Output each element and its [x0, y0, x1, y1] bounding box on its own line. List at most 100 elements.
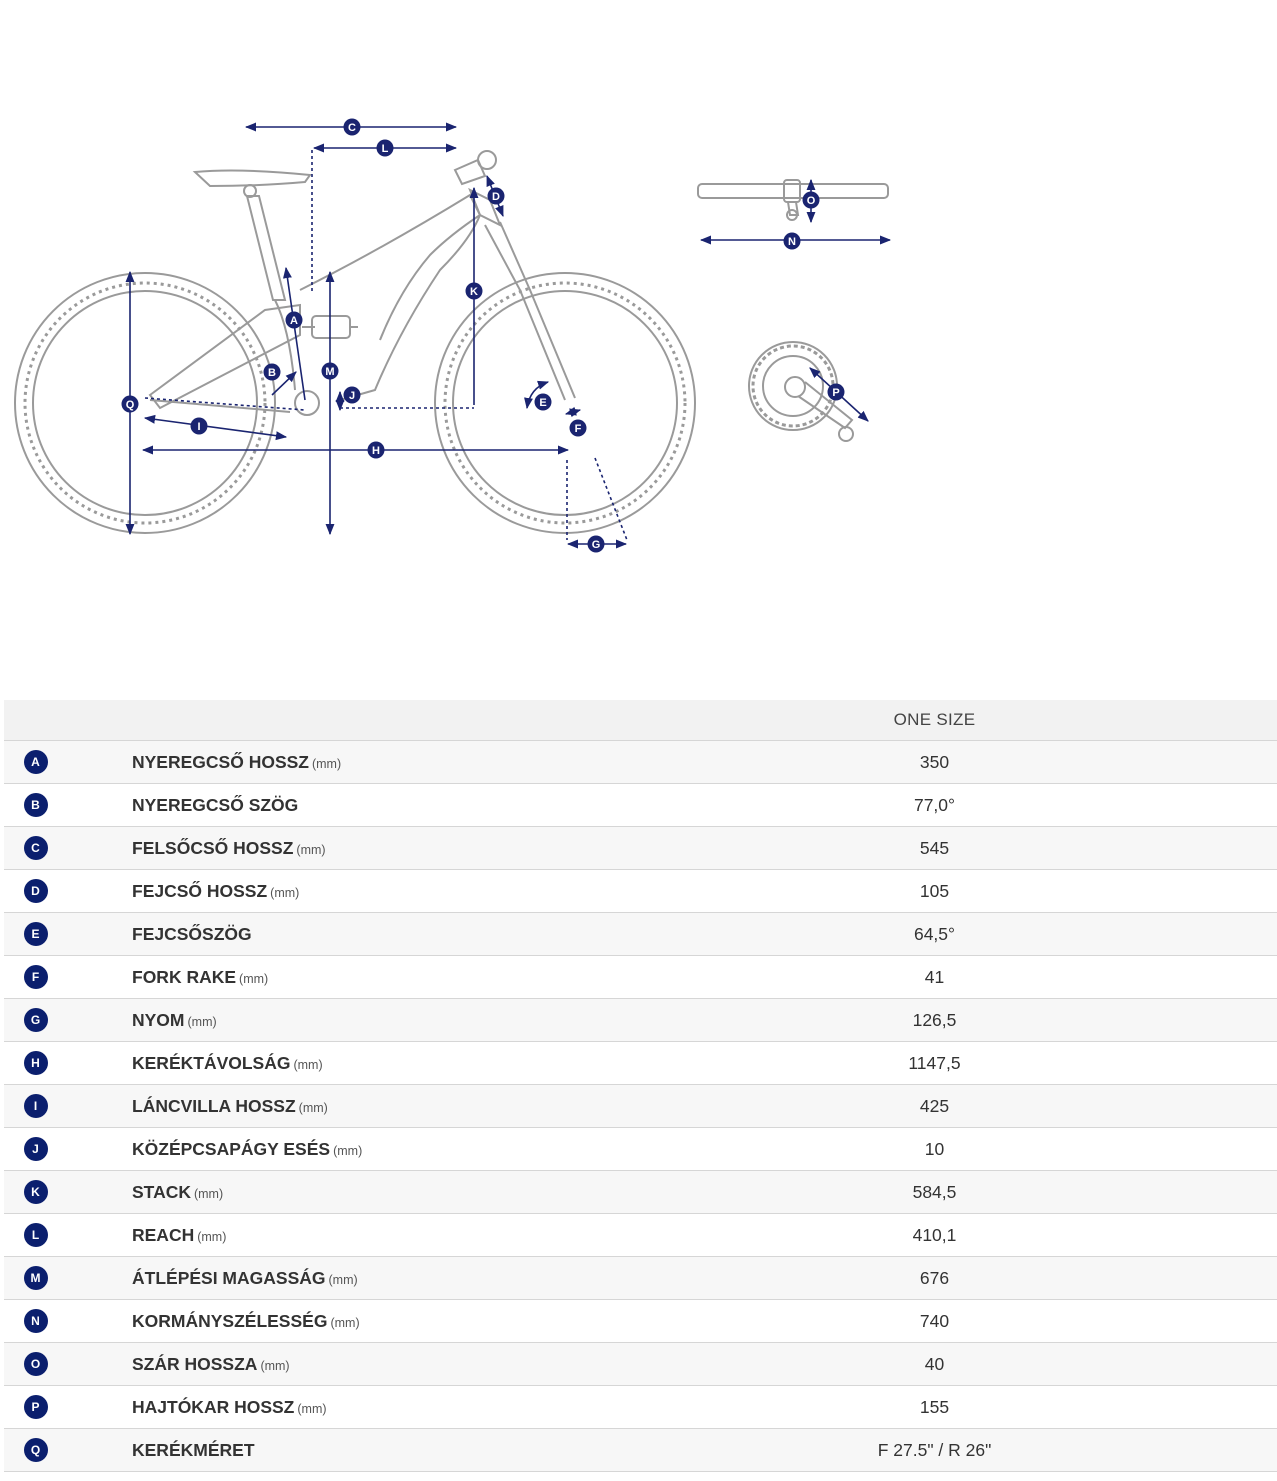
row-label: REACH(mm): [67, 1213, 592, 1257]
row-letter-cell: C: [4, 826, 67, 870]
row-letter-cell: H: [4, 1041, 67, 1085]
row-letter-cell: F: [4, 955, 67, 999]
row-value: 155: [592, 1385, 1277, 1429]
diagram-badge-label: H: [372, 445, 380, 457]
row-label: FORK RAKE(mm): [67, 955, 592, 999]
row-label: HAJTÓKAR HOSSZ(mm): [67, 1385, 592, 1429]
diagram-badge-label: Q: [126, 399, 135, 411]
row-label: FEJCSŐSZÖG: [67, 912, 592, 956]
row-label: FEJCSŐ HOSSZ(mm): [67, 869, 592, 913]
letter-badge: J: [23, 1137, 48, 1161]
row-label: FELSŐCSŐ HOSSZ(mm): [67, 826, 592, 870]
row-label-text: NYEREGCSŐ HOSSZ: [132, 751, 309, 772]
row-label-text: KERÉKMÉRET: [132, 1439, 255, 1460]
row-value: 40: [592, 1342, 1277, 1386]
row-label-text: KORMÁNYSZÉLESSÉG: [132, 1310, 328, 1331]
row-unit: (mm): [260, 1358, 290, 1373]
letter-badge: E: [23, 922, 48, 946]
diagram-badge-p: [827, 383, 845, 401]
diagram-badge-label: A: [290, 315, 298, 327]
row-value: 41: [592, 955, 1277, 999]
diagram-badge-m: [321, 362, 339, 380]
front-wheel-rim: [452, 290, 678, 516]
row-label-text: ÁTLÉPÉSI MAGASSÁG: [132, 1267, 326, 1288]
row-unit: (mm): [330, 1315, 360, 1330]
diagram-badge-i: [190, 417, 208, 435]
table-row: C FELSŐCSŐ HOSSZ(mm)545: [4, 826, 1277, 870]
row-label: KERÉKMÉRET: [67, 1428, 592, 1472]
header-blank: [4, 700, 67, 741]
row-label-text: STACK: [132, 1181, 191, 1202]
saddle: [192, 169, 312, 188]
header-blank-label: [67, 700, 592, 741]
row-letter-cell: K: [4, 1170, 67, 1214]
row-label: STACK(mm): [67, 1170, 592, 1214]
letter-badge: N: [23, 1309, 48, 1333]
handlebar-detail: [697, 179, 889, 221]
row-unit: (mm): [298, 1100, 328, 1115]
fork: [484, 221, 576, 401]
table-row: P HAJTÓKAR HOSSZ(mm)155: [4, 1385, 1277, 1429]
diagram-badge-j: [343, 386, 361, 404]
size-header: ONE SIZE: [592, 700, 1277, 741]
row-label-text: FORK RAKE: [132, 966, 237, 987]
row-unit: (mm): [270, 885, 300, 900]
row-letter-cell: Q: [4, 1428, 67, 1472]
row-unit: (mm): [311, 756, 342, 771]
row-value: 126,5: [592, 998, 1277, 1042]
row-label-text: FEJCSŐ HOSSZ: [132, 880, 268, 901]
letter-badge: F: [23, 965, 48, 989]
diagram-badge-label: I: [197, 421, 200, 433]
row-unit: (mm): [193, 1186, 224, 1201]
row-letter-cell: J: [4, 1127, 67, 1171]
row-unit: (mm): [197, 1229, 227, 1244]
row-letter-cell: L: [4, 1213, 67, 1257]
row-label-text: KERÉKTÁVOLSÁG: [132, 1052, 291, 1073]
diagram-badge-label: B: [268, 367, 276, 379]
front-wheel-tire: [434, 272, 696, 534]
row-letter-cell: P: [4, 1385, 67, 1429]
row-letter-cell: A: [4, 740, 67, 784]
diagram-badge-label: E: [539, 397, 546, 409]
diagram-badge-k: [465, 282, 483, 300]
row-label-text: FEJCSŐSZÖG: [132, 923, 252, 944]
letter-badge: I: [23, 1094, 48, 1118]
row-value: 105: [592, 869, 1277, 913]
letter-badge: P: [23, 1395, 48, 1419]
row-letter-cell: E: [4, 912, 67, 956]
row-label: KÖZÉPCSAPÁGY ESÉS(mm): [67, 1127, 592, 1171]
row-label: KORMÁNYSZÉLESSÉG(mm): [67, 1299, 592, 1343]
row-label: NYEREGCSŐ HOSSZ(mm): [67, 740, 592, 784]
row-letter-cell: G: [4, 998, 67, 1042]
row-label-text: LÁNCVILLA HOSSZ: [132, 1095, 296, 1116]
diagram-badge-h: [367, 441, 385, 459]
diagram-badge-label: O: [807, 195, 816, 207]
bike-outline: [14, 150, 696, 534]
diagram-badge-label: M: [325, 366, 334, 378]
row-value: 1147,5: [592, 1041, 1277, 1085]
row-letter-cell: D: [4, 869, 67, 913]
chainstay: [149, 399, 291, 413]
stem: [453, 158, 487, 186]
diagram-badge-f: [569, 419, 587, 437]
row-letter-cell: B: [4, 783, 67, 827]
row-value: 545: [592, 826, 1277, 870]
row-label-text: NYOM: [132, 1009, 185, 1030]
row-label: SZÁR HOSSZA(mm): [67, 1342, 592, 1386]
diagram-badge-label: D: [492, 191, 500, 203]
row-unit: (mm): [328, 1272, 358, 1287]
row-label-text: NYEREGCSŐ SZÖG: [132, 794, 299, 815]
letter-badge: C: [23, 836, 48, 860]
diagram-badge-label: N: [788, 236, 796, 248]
row-unit: (mm): [333, 1143, 363, 1158]
